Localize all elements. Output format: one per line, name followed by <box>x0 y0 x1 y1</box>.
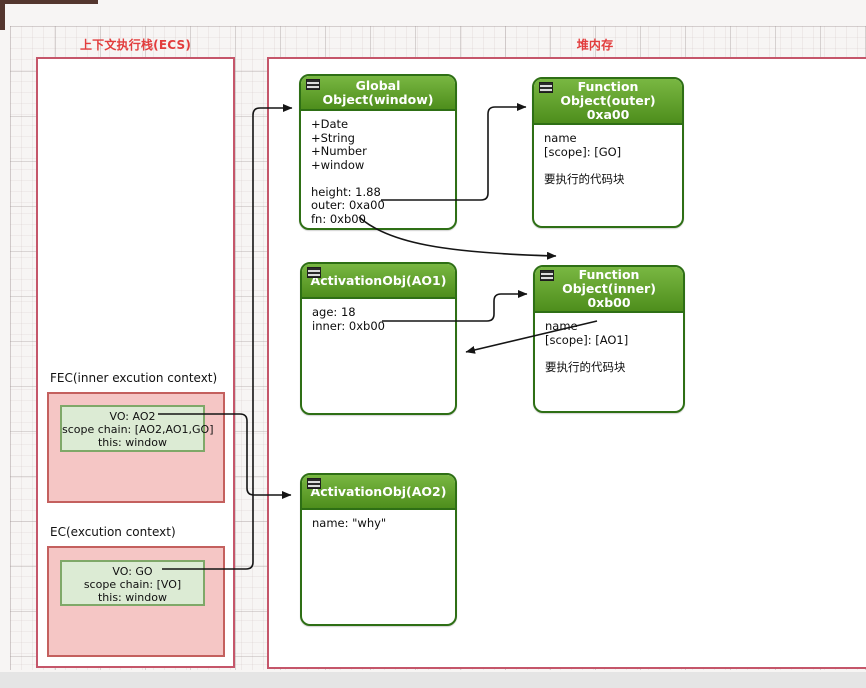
field: [scope]: [AO1] <box>545 332 629 347</box>
spacer <box>544 159 678 173</box>
class-icon <box>540 270 554 281</box>
class-subtitle: 0xa00 <box>586 107 630 122</box>
vo-line: VO: GO <box>112 565 153 578</box>
heap-object-function-inner[interactable]: Function Object(inner) 0xb00 name [scope… <box>533 265 685 413</box>
vo-line: this: window <box>97 436 167 449</box>
heap-region-title: 堆内存 <box>576 38 614 52</box>
bottom-bar <box>0 672 866 688</box>
field: outer: 0xa00 <box>311 198 385 212</box>
ec-frame[interactable]: VO: GO scope chain: [VO] this: window <box>47 546 225 657</box>
class-body: age: 18 inner: 0xb00 <box>302 299 455 333</box>
ec-frame-label: EC(excution context) <box>50 525 176 539</box>
field: +Date <box>311 117 349 131</box>
class-title: ActivationObj(AO2) <box>310 483 447 499</box>
video-artifact-top <box>0 0 98 4</box>
heap-object-function-outer[interactable]: Function Object(outer) 0xa00 name [scope… <box>532 77 684 228</box>
field: +Number <box>311 144 367 158</box>
heap-object-global-window[interactable]: Global Object(window) +Date +String +Num… <box>299 74 457 230</box>
class-header: ActivationObj(AO1) <box>302 264 455 299</box>
field: age: 18 <box>312 305 356 319</box>
field: +String <box>311 130 355 145</box>
wire-outer-0xa00-to-function-outer[interactable] <box>381 103 527 201</box>
class-body: +Date +String +Number +window height: 1.… <box>301 111 455 226</box>
class-body: name [scope]: [GO] 要执行的代码块 <box>534 125 682 186</box>
fec-frame[interactable]: VO: AO2 scope chain: [AO2,AO1,GO] this: … <box>47 392 225 503</box>
class-header: ActivationObj(AO2) <box>302 475 455 510</box>
class-header: Function Object(outer) 0xa00 <box>534 79 682 125</box>
class-title: Function Object(inner) <box>562 267 656 296</box>
class-title: Function Object(outer) <box>560 79 656 108</box>
video-artifact-left <box>0 0 5 30</box>
wire-inner-0xb00-to-function-inner[interactable] <box>382 290 528 322</box>
heap-object-activation-ao2[interactable]: ActivationObj(AO2) name: "why" <box>300 473 457 626</box>
fec-frame-label: FEC(inner excution context) <box>50 371 218 385</box>
field: +window <box>311 157 365 172</box>
wire-fn-0xb00-to-function-inner[interactable] <box>358 216 557 260</box>
wire-vo-ao2-to-ao2[interactable] <box>158 413 292 499</box>
class-body: name [scope]: [AO1] 要执行的代码块 <box>535 313 683 374</box>
class-title: ActivationObj(AO1) <box>310 272 447 288</box>
class-icon <box>307 267 321 278</box>
class-icon <box>307 478 321 489</box>
field: 要执行的代码块 <box>544 171 625 186</box>
wire-vo-go-to-global[interactable] <box>162 104 293 570</box>
class-icon <box>539 82 553 93</box>
field: name: "why" <box>312 516 387 530</box>
class-subtitle: 0xb00 <box>587 295 631 310</box>
class-icon <box>306 79 320 90</box>
vo-line: this: window <box>97 591 167 604</box>
fec-vo-box[interactable]: VO: AO2 scope chain: [AO2,AO1,GO] this: … <box>60 405 214 452</box>
class-body: name: "why" <box>302 510 455 531</box>
ec-vo-box[interactable]: VO: GO scope chain: [VO] this: window <box>60 560 205 606</box>
vo-line: scope chain: [AO2,AO1,GO] <box>62 423 214 436</box>
field: height: 1.88 <box>311 184 381 199</box>
field: fn: 0xb00 <box>311 211 366 226</box>
heap-object-activation-ao1[interactable]: ActivationObj(AO1) age: 18 inner: 0xb00 <box>300 262 457 415</box>
field: name <box>545 319 578 333</box>
vo-line: VO: AO2 <box>109 410 156 423</box>
ecs-region-title: 上下文执行栈(ECS) <box>79 38 192 52</box>
field: 要执行的代码块 <box>545 359 626 374</box>
field: name <box>544 131 577 145</box>
wire-scope-to-ao1[interactable] <box>465 320 598 354</box>
spacer <box>545 347 679 361</box>
class-header: Global Object(window) <box>301 76 455 111</box>
class-header: Function Object(inner) 0xb00 <box>535 267 683 313</box>
field: inner: 0xb00 <box>312 318 385 333</box>
field: [scope]: [GO] <box>544 144 622 159</box>
vo-line: scope chain: [VO] <box>83 578 182 591</box>
class-title: Global Object(window) <box>322 77 434 107</box>
